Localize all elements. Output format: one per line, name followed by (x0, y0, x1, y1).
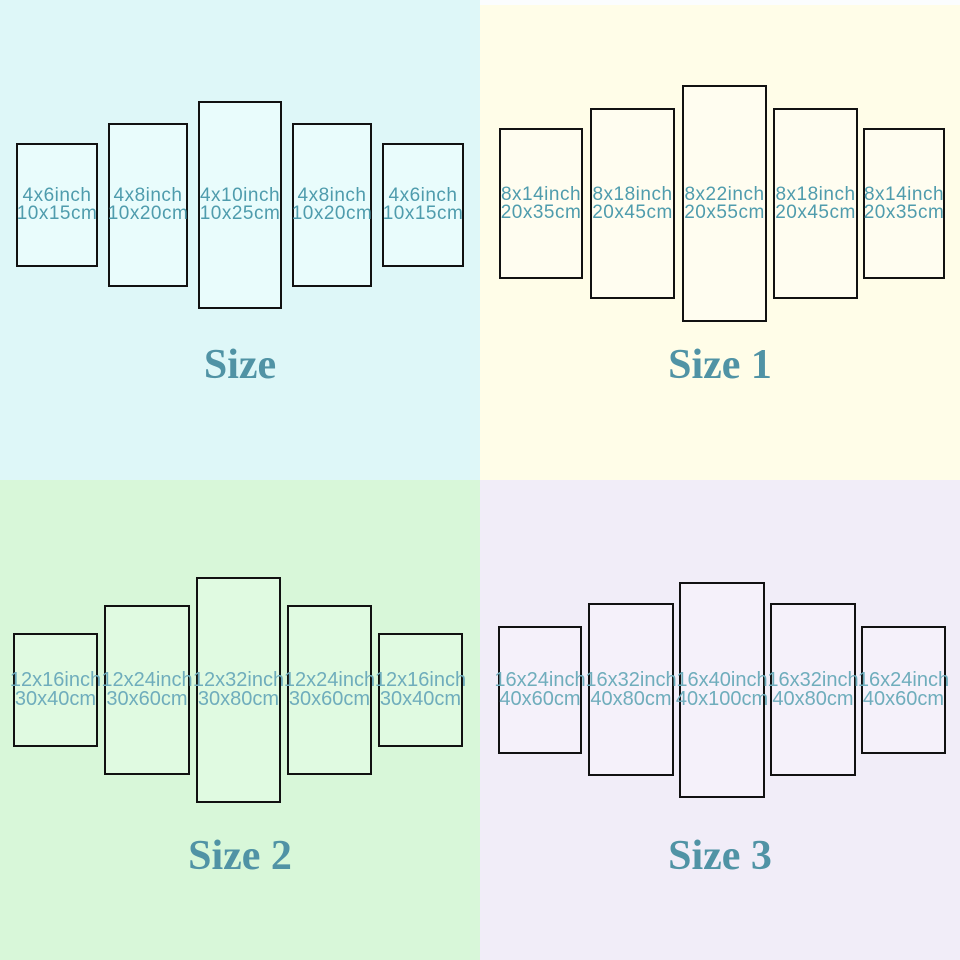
panel-cm-size: 30x40cm (14, 688, 97, 710)
panel-cm-size: 40x60cm (862, 688, 945, 710)
panel-size-text: 4x8inch 10x20cm (291, 185, 373, 224)
image-edge-highlight (480, 0, 960, 5)
size-chart-quadrant-size: 4x6inch 10x15cm 4x8inch 10x20cm 4x10inch… (0, 0, 480, 480)
panel-inch-size: 4x8inch (297, 185, 367, 206)
panel-size-text: 4x8inch 10x20cm (107, 185, 189, 224)
canvas-panel: 4x8inch 10x20cm (292, 123, 372, 287)
size-chart-title: Size 3 (668, 833, 772, 879)
panel-cm-size: 10x20cm (291, 203, 373, 224)
panel-inch-size: 8x22inch (684, 183, 765, 205)
panel-inch-size: 4x10inch (199, 185, 281, 206)
canvas-panel: 8x18inch 20x45cm (590, 108, 675, 299)
canvas-panel: 8x14inch 20x35cm (863, 128, 945, 279)
panel-inch-size: 4x8inch (113, 185, 183, 206)
panel-inch-size: 8x18inch (592, 183, 673, 205)
panel-size-text: 16x24inch 40x60cm (494, 669, 586, 710)
panel-size-text: 8x14inch 20x35cm (500, 183, 582, 223)
canvas-panel: 16x32inch 40x80cm (585, 603, 677, 776)
canvas-panel: 16x40inch 40x100cm (675, 582, 769, 798)
panel-size-text: 4x6inch 10x15cm (16, 185, 98, 224)
panel-cm-size: 10x15cm (16, 203, 98, 224)
panel-size-text: 8x22inch 20x55cm (684, 183, 765, 223)
panel-inch-size: 8x18inch (775, 183, 856, 205)
canvas-panel: 12x32inch 30x80cm (192, 577, 285, 803)
panel-cm-size: 40x80cm (772, 687, 854, 710)
panel-size-text: 12x24inch 30x60cm (283, 669, 376, 710)
panel-size-text: 8x18inch 20x45cm (592, 183, 673, 223)
panel-inch-size: 4x6inch (22, 185, 92, 206)
panel-inch-size: 12x16inch (9, 669, 102, 691)
canvas-panel: 8x18inch 20x45cm (773, 108, 858, 299)
panel-cm-size: 30x40cm (379, 688, 462, 710)
panel-inch-size: 16x24inch (857, 669, 950, 691)
canvas-panel: 16x24inch 40x60cm (494, 626, 586, 754)
panel-cm-size: 10x20cm (107, 203, 189, 224)
canvas-panel: 12x24inch 30x60cm (101, 605, 193, 775)
canvas-panel: 8x22inch 20x55cm (682, 85, 767, 322)
panel-cm-size: 40x100cm (675, 688, 769, 710)
panel-size-text: 12x24inch 30x60cm (101, 669, 193, 710)
panel-inch-size: 8x14inch (863, 183, 945, 205)
canvas-panel: 16x32inch 40x80cm (767, 603, 859, 776)
panel-inch-size: 12x24inch (101, 669, 193, 691)
panel-cm-size: 20x35cm (500, 201, 582, 223)
panel-cm-size: 40x60cm (499, 688, 581, 710)
size-chart-title: Size 1 (668, 342, 772, 388)
panel-size-text: 8x14inch 20x35cm (863, 183, 945, 223)
panel-inch-size: 12x32inch (192, 669, 285, 691)
panel-size-text: 16x40inch 40x100cm (675, 669, 769, 710)
panel-cm-size: 10x25cm (199, 203, 281, 224)
panel-cm-size: 30x60cm (106, 688, 188, 710)
panel-cm-size: 20x45cm (592, 201, 673, 223)
panel-inch-size: 16x24inch (494, 669, 586, 691)
panel-inch-size: 8x14inch (500, 183, 582, 205)
panel-size-text: 12x16inch 30x40cm (374, 669, 467, 710)
panel-size-text: 12x32inch 30x80cm (192, 669, 285, 710)
canvas-panel: 12x16inch 30x40cm (374, 633, 467, 747)
panel-cm-size: 20x35cm (863, 201, 945, 223)
panel-size-text: 16x32inch 40x80cm (585, 668, 677, 710)
canvas-panel: 4x6inch 10x15cm (382, 143, 464, 267)
panel-cm-size: 40x80cm (590, 687, 672, 710)
panel-inch-size: 16x40inch (676, 669, 768, 691)
panel-inch-size: 12x24inch (283, 669, 376, 691)
size-chart-title: Size 2 (188, 833, 292, 879)
panel-cm-size: 20x55cm (684, 201, 765, 223)
canvas-panel: 4x10inch 10x25cm (198, 101, 282, 309)
panel-size-text: 4x10inch 10x25cm (199, 185, 281, 224)
canvas-panel: 8x14inch 20x35cm (499, 128, 583, 279)
panel-cm-size: 20x45cm (775, 201, 856, 223)
panel-cm-size: 30x80cm (197, 688, 280, 710)
panel-cm-size: 10x15cm (382, 203, 464, 224)
panel-size-text: 16x32inch 40x80cm (767, 668, 859, 710)
size-chart-quadrant-size1: 8x14inch 20x35cm 8x18inch 20x45cm 8x22in… (480, 0, 960, 480)
panel-inch-size: 4x6inch (388, 185, 458, 206)
canvas-panel: 16x24inch 40x60cm (857, 626, 950, 754)
canvas-panel: 12x16inch 30x40cm (9, 633, 102, 747)
canvas-panel: 4x8inch 10x20cm (108, 123, 188, 287)
canvas-panel: 4x6inch 10x15cm (16, 143, 98, 267)
size-chart-title: Size (203, 342, 277, 388)
panel-size-text: 12x16inch 30x40cm (9, 669, 102, 710)
size-chart-quadrant-size2: 12x16inch 30x40cm 12x24inch 30x60cm 12x3… (0, 480, 480, 960)
panel-size-text: 4x6inch 10x15cm (382, 185, 464, 224)
size-chart-quadrant-size3: 16x24inch 40x60cm 16x32inch 40x80cm 16x4… (480, 480, 960, 960)
panel-inch-size: 12x16inch (374, 669, 467, 691)
canvas-panel: 12x24inch 30x60cm (283, 605, 376, 775)
panel-size-text: 16x24inch 40x60cm (857, 669, 950, 710)
panel-inch-size: 16x32inch (585, 668, 677, 691)
panel-inch-size: 16x32inch (767, 668, 859, 691)
panel-cm-size: 30x60cm (288, 688, 371, 710)
panel-size-text: 8x18inch 20x45cm (775, 183, 856, 223)
